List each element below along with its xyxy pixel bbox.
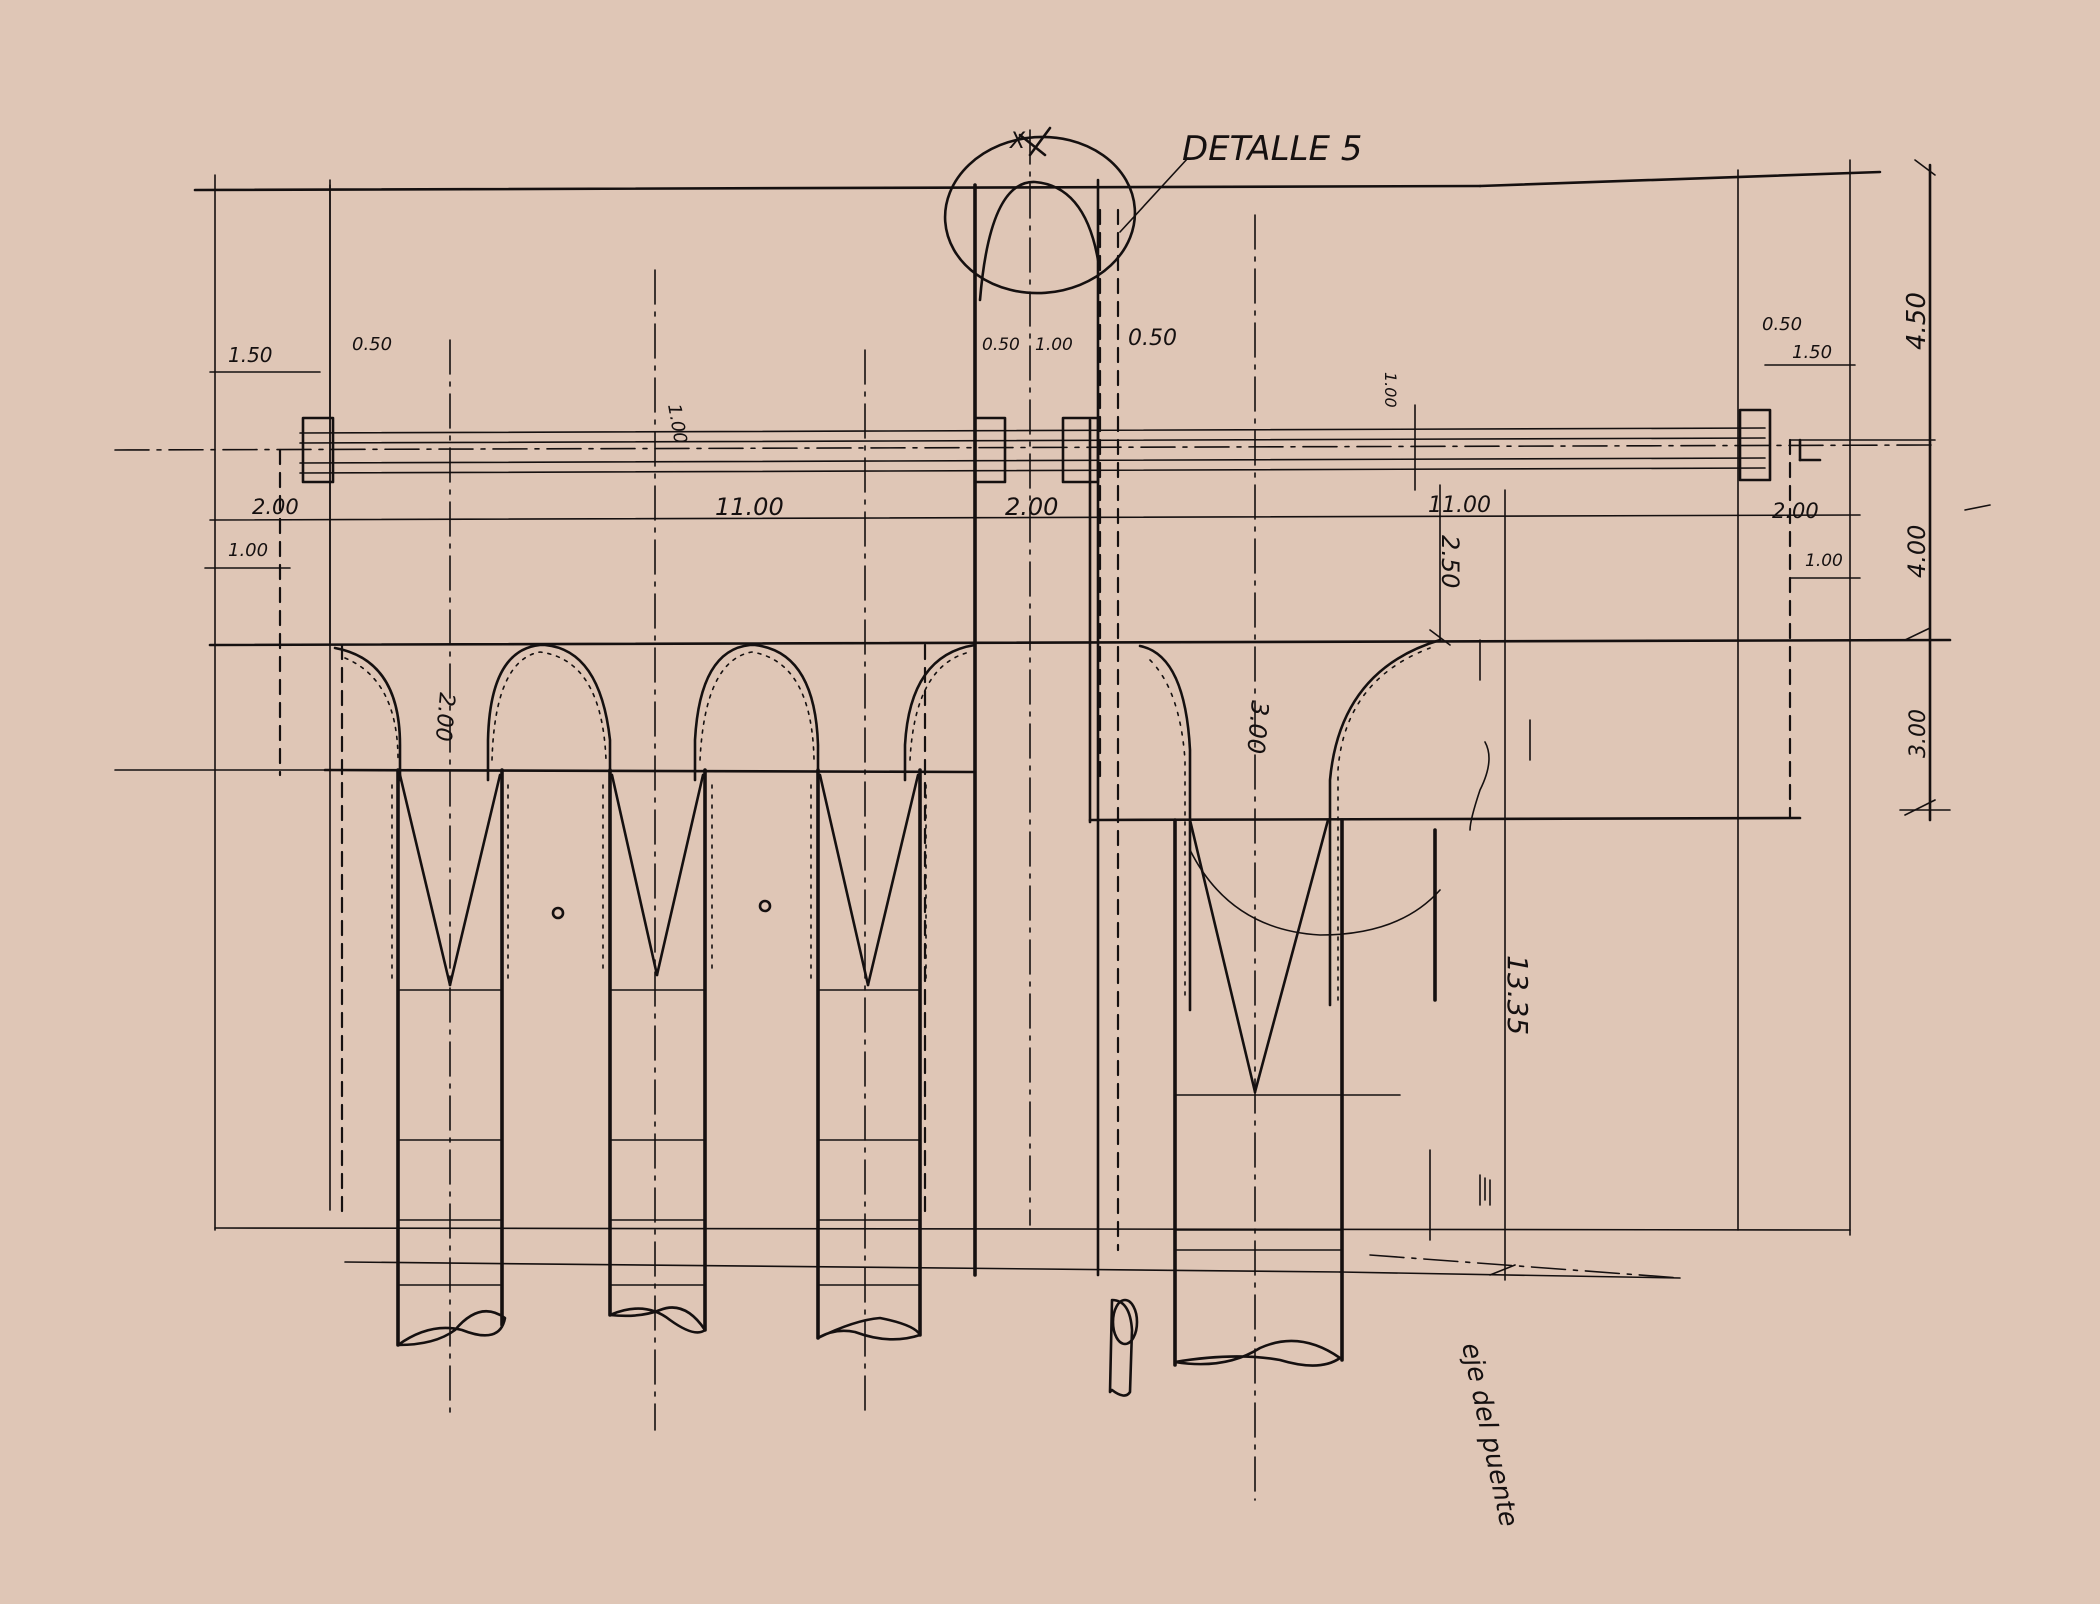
dim-left-150: 1.50 bbox=[228, 343, 273, 367]
dim-right-1100: 11.00 bbox=[1428, 493, 1491, 518]
pillar-1 bbox=[391, 768, 509, 1347]
marker-label: X bbox=[1009, 129, 1026, 154]
small-pillars bbox=[391, 768, 927, 1347]
hidden-lines bbox=[278, 208, 1792, 1252]
small-arches bbox=[333, 643, 977, 782]
dim-center-050b: 0.50 bbox=[1128, 326, 1177, 351]
note-eje-puente: eje del puente bbox=[1455, 1340, 1523, 1529]
dim-center-200: 2.00 bbox=[1005, 493, 1058, 521]
dim-col-100-left: 1.00 bbox=[663, 402, 691, 445]
pillar-3 bbox=[810, 768, 927, 1341]
dim-v-250: 2.50 bbox=[1436, 535, 1464, 588]
arch-large-label: 3.00 bbox=[1241, 699, 1274, 755]
dim-left-100: 1.00 bbox=[228, 540, 268, 561]
dim-right-150: 1.50 bbox=[1792, 342, 1832, 363]
dim-left-200: 2.00 bbox=[252, 495, 299, 519]
dim-center-050a: 0.50 bbox=[982, 335, 1020, 355]
dim-v-300: 3.00 bbox=[1906, 709, 1931, 758]
pillar-2 bbox=[602, 768, 713, 1334]
central-pier bbox=[943, 126, 1189, 1397]
dim-right-100: 1.00 bbox=[1805, 551, 1843, 571]
dim-v-450: 4.50 bbox=[1902, 292, 1932, 350]
detail-label: DETALLE 5 bbox=[1182, 129, 1362, 169]
labels: DETALLE 5 X 1.50 0.50 0.50 1.00 0.50 0.5… bbox=[228, 129, 1932, 1529]
dimension-lines bbox=[204, 159, 1991, 1281]
dim-v-1335: 13.35 bbox=[1501, 955, 1534, 1035]
transverse-tie bbox=[299, 404, 1822, 491]
dim-span-1100: 11.00 bbox=[715, 493, 784, 521]
dim-right-200: 2.00 bbox=[1772, 499, 1819, 523]
dim-col-100-right: 1.00 bbox=[1381, 372, 1400, 408]
large-arch-section bbox=[1138, 638, 1531, 1367]
frame-lines bbox=[114, 159, 1952, 1279]
arch-small-label: 2.00 bbox=[430, 691, 459, 742]
dim-right-050: 0.50 bbox=[1762, 314, 1802, 335]
dim-center-100: 1.00 bbox=[1035, 335, 1073, 355]
dim-v-400: 4.00 bbox=[1903, 525, 1931, 578]
dim-left-050: 0.50 bbox=[352, 334, 392, 355]
